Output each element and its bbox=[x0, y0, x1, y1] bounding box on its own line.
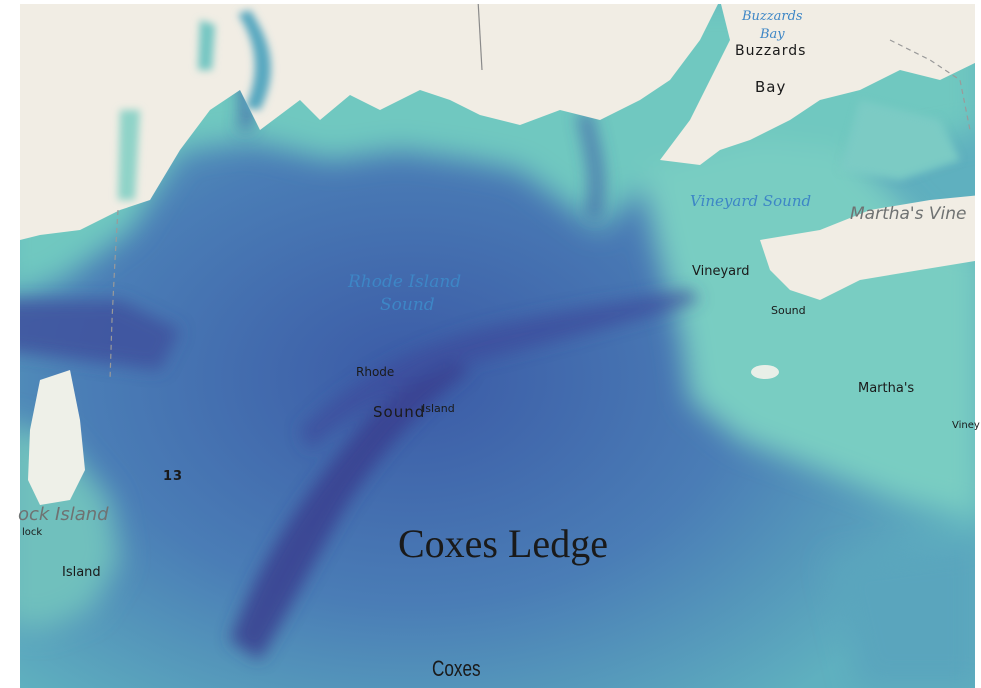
label-buzzards-bay-basemap-1: Buzzards bbox=[742, 9, 803, 24]
left-border bbox=[0, 0, 20, 688]
label-buzzards: Buzzards bbox=[735, 43, 807, 59]
label-block-island-basemap: ock Island bbox=[18, 504, 109, 525]
label-viney: Viney bbox=[952, 420, 980, 431]
label-marthas-vineyard-basemap: Martha's Vine bbox=[850, 204, 967, 224]
right-border bbox=[975, 0, 981, 688]
road-line bbox=[477, 0, 483, 71]
label-block-small: lock bbox=[22, 527, 43, 538]
label-island-center: Island bbox=[422, 402, 455, 415]
label-buzzards-bay-basemap-2: Bay bbox=[760, 27, 785, 42]
state-boundary-line-east bbox=[889, 39, 971, 131]
coastal-inlets bbox=[118, 10, 960, 200]
label-rhode-island-sound-basemap-2: Sound bbox=[380, 295, 435, 315]
label-vineyard: Vineyard bbox=[692, 264, 750, 279]
label-coxes-ledge: Coxes Ledge bbox=[398, 521, 608, 566]
label-island-west: Island bbox=[62, 565, 101, 580]
label-rhode: Rhode bbox=[356, 365, 395, 379]
label-sound-east: Sound bbox=[771, 304, 806, 317]
label-sound-center: Sound bbox=[373, 403, 426, 421]
label-rhode-island-sound-basemap-1: Rhode Island bbox=[348, 272, 462, 292]
top-border bbox=[0, 0, 981, 4]
label-vineyard-sound-basemap: Vineyard Sound bbox=[690, 192, 812, 210]
label-coxes: Coxes bbox=[432, 656, 481, 681]
label-depth-13: 13 bbox=[163, 469, 184, 484]
label-bay: Bay bbox=[755, 78, 787, 96]
label-marthas: Martha's bbox=[858, 381, 915, 396]
